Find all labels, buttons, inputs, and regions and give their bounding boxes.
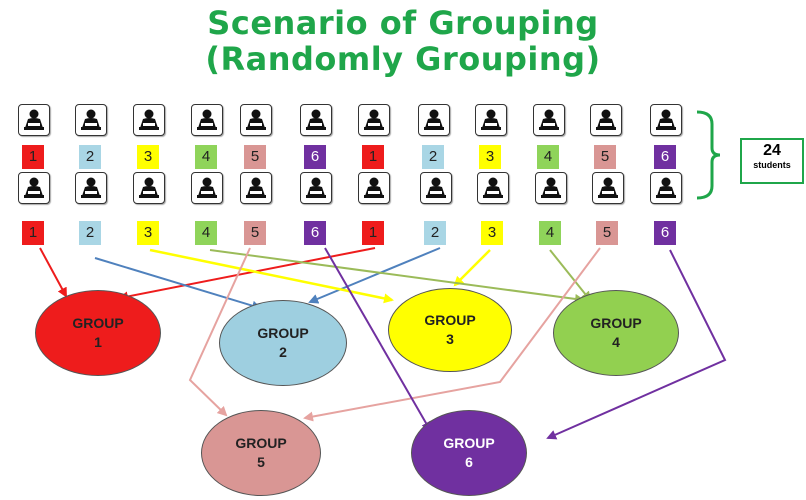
student-icon — [300, 104, 332, 136]
arrow-to-group-5 — [188, 247, 251, 417]
group-label: GROUP — [257, 325, 309, 341]
group-number-badge: 2 — [422, 145, 444, 169]
group-number-badge: 6 — [304, 221, 326, 245]
group-number: 2 — [279, 344, 287, 360]
student-count-label: students — [753, 160, 791, 170]
arrow-to-group-1 — [118, 247, 376, 302]
student-icon — [650, 104, 682, 136]
arrow-to-group-1 — [39, 247, 67, 298]
group-label: GROUP — [590, 315, 642, 331]
student-icon — [475, 104, 507, 136]
group-number: 3 — [446, 331, 454, 347]
group-number-badge: 2 — [79, 221, 101, 245]
student-icon — [75, 104, 107, 136]
student-icon — [18, 172, 50, 204]
group-number-badge: 2 — [79, 145, 101, 169]
group-number-badge: 1 — [362, 145, 384, 169]
student-icon — [535, 172, 567, 204]
group-label: GROUP — [424, 312, 476, 328]
student-icon — [191, 104, 223, 136]
student-icon — [240, 172, 272, 204]
group-6-circle: GROUP 6 — [411, 410, 527, 496]
group-number-badge: 5 — [596, 221, 618, 245]
title-line-2: (Randomly Grouping) — [205, 40, 601, 78]
group-number-badge: 3 — [137, 221, 159, 245]
group-number-badge: 6 — [304, 145, 326, 169]
student-icon — [358, 104, 390, 136]
student-icon — [358, 172, 390, 204]
student-count-number: 24 — [763, 142, 781, 159]
student-icon — [420, 172, 452, 204]
group-number: 5 — [257, 454, 265, 470]
group-number-badge: 4 — [539, 221, 561, 245]
group-number-badge: 4 — [195, 221, 217, 245]
group-number-badge: 5 — [244, 145, 266, 169]
group-2-circle: GROUP 2 — [219, 300, 347, 386]
group-number-badge: 3 — [481, 221, 503, 245]
student-count-box: 24 students — [740, 138, 804, 184]
group-number: 1 — [94, 334, 102, 350]
arrow-to-group-3 — [149, 248, 394, 304]
group-number-badge: 1 — [362, 221, 384, 245]
group-number-badge: 4 — [195, 145, 217, 169]
student-icon — [191, 172, 223, 204]
arrow-to-group-3 — [453, 249, 491, 287]
group-label: GROUP — [443, 435, 495, 451]
title-line-1: Scenario of Grouping — [207, 4, 599, 42]
student-icon — [592, 172, 624, 204]
arrow-to-group-6 — [324, 247, 431, 432]
group-label: GROUP — [235, 435, 287, 451]
group-number-badge: 5 — [244, 221, 266, 245]
student-icon — [533, 104, 565, 136]
student-icon — [75, 172, 107, 204]
group-number-badge: 3 — [479, 145, 501, 169]
arrow-to-group-4 — [549, 249, 592, 302]
group-number-badge: 6 — [654, 145, 676, 169]
group-4-circle: GROUP 4 — [553, 290, 679, 376]
arrow-to-group-2 — [94, 257, 262, 311]
student-icon — [300, 172, 332, 204]
student-icon — [133, 172, 165, 204]
arrow-to-group-4 — [209, 249, 585, 304]
group-number-badge: 6 — [654, 221, 676, 245]
group-3-circle: GROUP 3 — [388, 288, 512, 372]
group-number-badge: 2 — [424, 221, 446, 245]
student-icon — [240, 104, 272, 136]
group-5-circle: GROUP 5 — [201, 410, 321, 496]
group-number: 6 — [465, 454, 473, 470]
student-icon — [477, 172, 509, 204]
group-1-circle: GROUP 1 — [35, 290, 161, 376]
group-number: 4 — [612, 334, 620, 350]
arrow-to-group-5 — [303, 247, 601, 422]
student-icon — [133, 104, 165, 136]
arrow-to-group-6 — [546, 249, 727, 440]
group-number-badge: 1 — [22, 221, 44, 245]
student-icon — [650, 172, 682, 204]
arrow-to-group-2 — [308, 247, 441, 304]
group-number-badge: 3 — [137, 145, 159, 169]
student-icon — [418, 104, 450, 136]
group-number-badge: 5 — [594, 145, 616, 169]
group-number-badge: 4 — [537, 145, 559, 169]
student-icon — [590, 104, 622, 136]
group-label: GROUP — [72, 315, 124, 331]
student-icon — [18, 104, 50, 136]
group-number-badge: 1 — [22, 145, 44, 169]
